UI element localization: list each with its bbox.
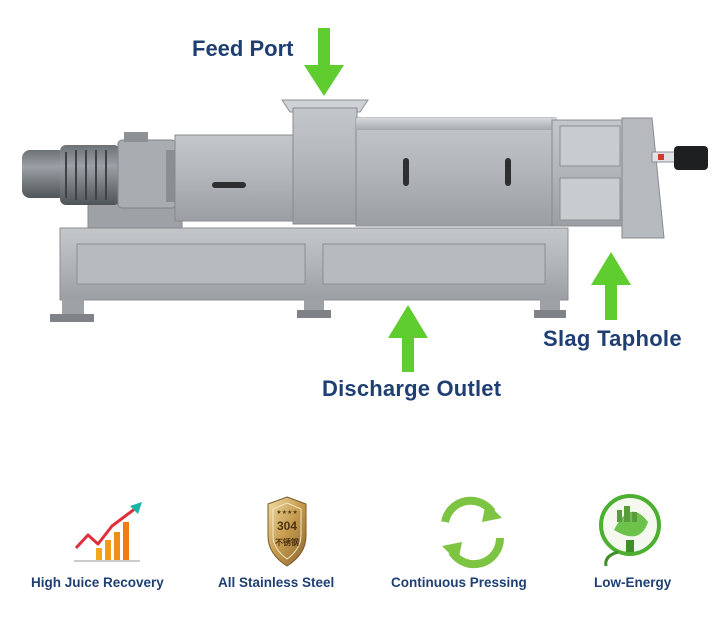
shield-chinese: 不锈钢 bbox=[275, 537, 299, 547]
bearing-housing bbox=[174, 134, 294, 222]
leg bbox=[62, 298, 84, 316]
leg bbox=[540, 298, 560, 312]
discharge-outlet-label: Discharge Outlet bbox=[322, 376, 502, 401]
slag-cage-window bbox=[559, 177, 621, 221]
foot bbox=[297, 310, 331, 318]
base-panel-right bbox=[322, 243, 546, 285]
slag-taphole-arrow bbox=[591, 252, 631, 320]
slag-cage-window bbox=[559, 125, 621, 167]
shield-grade: 304 bbox=[277, 519, 297, 533]
slag-outlet-housing bbox=[621, 117, 665, 239]
screen-housing-top bbox=[356, 118, 556, 130]
piston-cap bbox=[674, 146, 708, 170]
slag-taphole-label: Slag Taphole bbox=[543, 326, 682, 351]
housing-slot bbox=[212, 182, 246, 188]
feature-all-stainless-steel: All Stainless Steel bbox=[218, 575, 335, 590]
leg bbox=[304, 298, 324, 312]
feed-hopper bbox=[292, 107, 358, 225]
foot bbox=[534, 310, 566, 318]
svg-text:★★★★: ★★★★ bbox=[276, 509, 298, 516]
discharge-outlet-arrow bbox=[388, 305, 428, 372]
foot bbox=[50, 314, 94, 322]
recycle-arrows-icon bbox=[441, 496, 505, 569]
feature-continuous-pressing: Continuous Pressing bbox=[391, 575, 527, 590]
feed-port-label: Feed Port bbox=[192, 36, 294, 61]
screen-housing bbox=[355, 117, 557, 227]
steel-shield-icon: ★★★★ 304 不锈钢 bbox=[267, 496, 307, 567]
feature-high-juice-recovery: High Juice Recovery bbox=[31, 575, 164, 590]
motor-fan-cover bbox=[22, 150, 66, 198]
eco-bulb-icon bbox=[599, 494, 661, 567]
sight-slot bbox=[505, 158, 511, 186]
gearbox-flange bbox=[124, 132, 148, 142]
feature-low-energy: Low-Energy bbox=[594, 575, 672, 590]
piston-band bbox=[658, 154, 664, 160]
motor bbox=[60, 145, 120, 205]
growth-chart-icon bbox=[74, 502, 142, 562]
base-panel-left bbox=[76, 243, 306, 285]
screw-press-machine bbox=[22, 99, 708, 322]
sight-slot bbox=[403, 158, 409, 186]
feed-port-arrow bbox=[304, 28, 344, 96]
